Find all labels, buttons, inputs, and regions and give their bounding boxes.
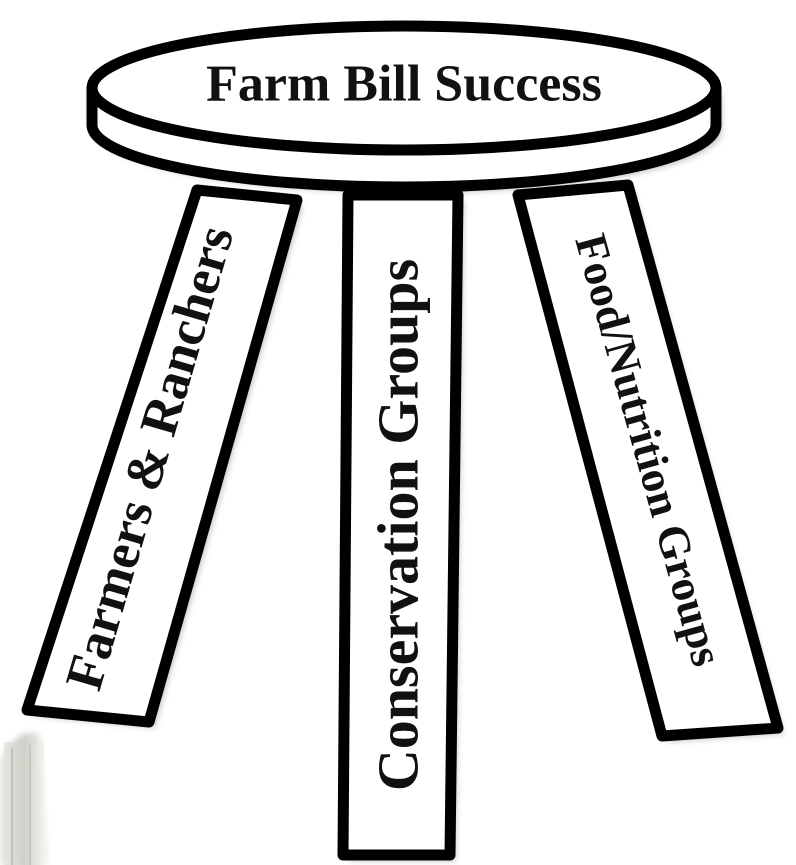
stool-leg-middle: Conservation Groups <box>337 189 464 861</box>
corner-object-image <box>0 732 48 865</box>
leg-middle-label: Conservation Groups <box>366 259 431 791</box>
seat-label: Farm Bill Success <box>206 56 602 113</box>
stool-seat: Farm Bill Success <box>86 20 722 193</box>
stool-leg-right: Food/Nutrition Groups <box>512 179 784 742</box>
stool-leg-left: Farmers & Ranchers <box>21 184 303 728</box>
